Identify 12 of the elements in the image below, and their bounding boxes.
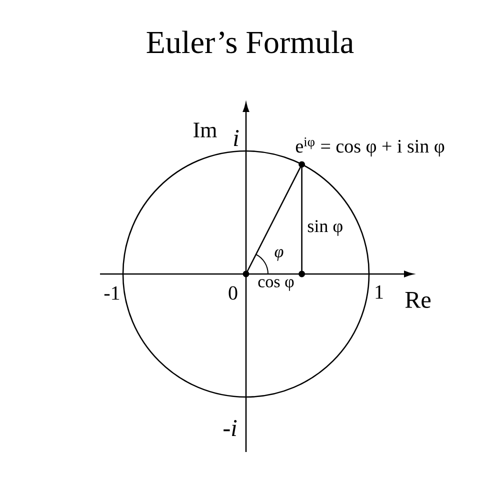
title: Euler’s Formula [146,30,354,54]
tick-label: 0 [228,286,238,300]
side-label: sin φ [308,220,342,236]
tick-label: 1 [376,285,383,299]
side-label: cos φ [258,279,294,291]
angle-label: φ [274,249,284,261]
formula-label: e$^{iφ}$ = cos φ + i sin φ [296,137,444,157]
tick-label: -1 [104,286,120,300]
tick-label: i [234,130,239,146]
axis-label: Re [405,292,430,308]
axis-label: Im [194,122,217,138]
tick-label: -i [224,420,237,436]
